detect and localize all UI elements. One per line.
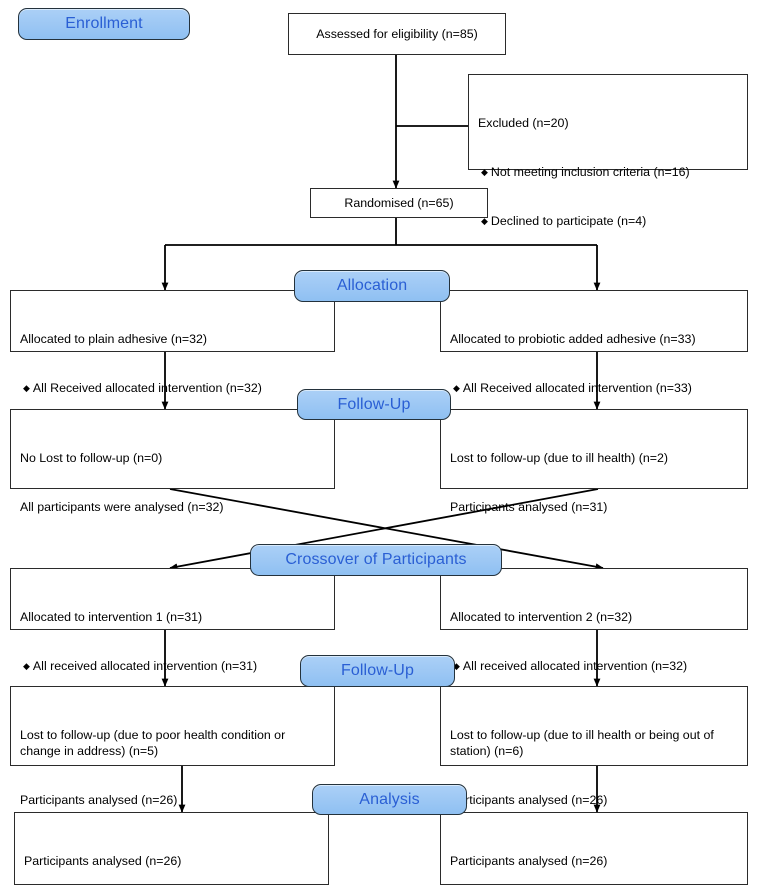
alloc-right-line-1: Allocated to probiotic added adhesive (n… xyxy=(450,331,696,346)
box-allocated-left: Allocated to plain adhesive (n=32) ◆All … xyxy=(10,290,335,395)
excluded-line-1: Excluded (n=20) xyxy=(478,115,569,130)
stage-badge-enrollment: Enrollment xyxy=(18,8,190,40)
stage-badge-followup-2: Follow-Up xyxy=(300,655,455,687)
bullet-icon: ◆ xyxy=(481,216,488,227)
stage-badge-allocation: Allocation xyxy=(294,270,450,302)
assessed-line-1: Assessed for eligibility (n=85) xyxy=(316,26,478,41)
box-assessed-for-eligibility: Assessed for eligibility (n=85) xyxy=(288,13,506,55)
follow2-left-line-1: Lost to follow-up (due to poor health co… xyxy=(20,727,286,759)
stage-label-followup-2: Follow-Up xyxy=(341,662,414,679)
cross-left-bullet-1: ◆All received allocated intervention (n=… xyxy=(23,659,258,674)
excluded-bullet-1: ◆Not meeting inclusion criteria (n=16) xyxy=(481,165,690,180)
follow1-left-line-2: All participants were analysed (n=32) xyxy=(20,500,224,515)
excluded-bullet-2: ◆Declined to participate (n=4) xyxy=(481,214,647,229)
bullet-icon: ◆ xyxy=(453,383,460,394)
follow1-right-line-2: Participants analysed (n=31) xyxy=(450,500,608,515)
follow1-left-line-1: No Lost to follow-up (n=0) xyxy=(20,450,163,465)
box-crossover-left: Allocated to intervention 1 (n=31) ◆All … xyxy=(10,568,335,673)
stage-label-crossover: Crossover of Participants xyxy=(285,551,467,568)
box-randomised: Randomised (n=65) xyxy=(310,188,488,218)
alloc-left-bullet-1: ◆All Received allocated intervention (n=… xyxy=(23,381,262,396)
follow2-right-line-1: Lost to follow-up (due to ill health or … xyxy=(450,727,714,759)
follow2-left-line-2: Participants analysed (n=26) xyxy=(20,793,178,808)
bullet-icon: ◆ xyxy=(481,167,488,178)
box-analysis-left: Participants analysed (n=26) Excluded fr… xyxy=(14,812,329,885)
box-allocated-right: Allocated to probiotic added adhesive (n… xyxy=(440,290,748,395)
analysis-right-line-1: Participants analysed (n=26) xyxy=(450,853,608,868)
box-crossover-right: Allocated to intervention 2 (n=32) ◆All … xyxy=(440,568,748,673)
box-followup1-left: No Lost to follow-up (n=0) All participa… xyxy=(10,409,335,514)
box-followup2-right: Lost to follow-up (due to ill health or … xyxy=(440,686,748,807)
cross-left-line-1: Allocated to intervention 1 (n=31) xyxy=(20,609,203,624)
stage-badge-followup-1: Follow-Up xyxy=(297,389,451,420)
cross-right-line-1: Allocated to intervention 2 (n=32) xyxy=(450,609,633,624)
stage-badge-crossover: Crossover of Participants xyxy=(250,544,502,576)
box-excluded: Excluded (n=20) ◆Not meeting inclusion c… xyxy=(468,74,748,228)
stage-label-enrollment: Enrollment xyxy=(65,15,143,32)
bullet-icon: ◆ xyxy=(23,661,30,672)
follow2-right-line-2: Participants analysed (n=26) xyxy=(450,793,608,808)
box-analysis-right: Participants analysed (n=26) Excluded fr… xyxy=(440,812,748,885)
randomised-line-1: Randomised (n=65) xyxy=(344,195,454,210)
alloc-left-line-1: Allocated to plain adhesive (n=32) xyxy=(20,331,208,346)
bullet-icon: ◆ xyxy=(453,661,460,672)
follow1-right-line-1: Lost to follow-up (due to ill health) (n… xyxy=(450,450,668,465)
stage-label-followup-1: Follow-Up xyxy=(337,395,411,413)
stage-label-analysis: Analysis xyxy=(359,790,420,808)
box-followup2-left: Lost to follow-up (due to poor health co… xyxy=(10,686,335,807)
stage-badge-analysis: Analysis xyxy=(312,784,467,815)
alloc-right-bullet-1: ◆All Received allocated intervention (n=… xyxy=(453,381,692,396)
box-followup1-right: Lost to follow-up (due to ill health) (n… xyxy=(440,409,748,514)
bullet-icon: ◆ xyxy=(23,383,30,394)
stage-label-allocation: Allocation xyxy=(336,277,408,294)
analysis-left-line-1: Participants analysed (n=26) xyxy=(24,853,182,868)
cross-right-bullet-1: ◆All received allocated intervention (n=… xyxy=(453,659,688,674)
